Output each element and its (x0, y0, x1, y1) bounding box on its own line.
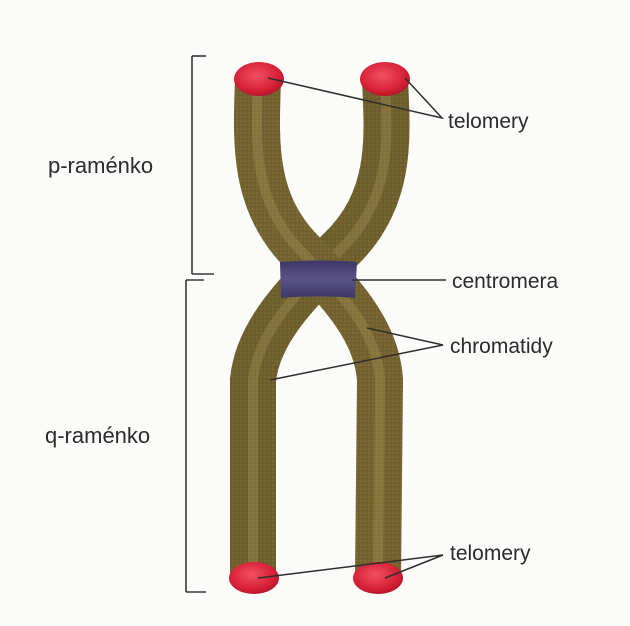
telomere-top-right (360, 62, 410, 96)
centromere-label: centromera (452, 271, 558, 292)
telomere-bottom-right (353, 562, 403, 594)
telomeres-top-label: telomery (448, 111, 529, 132)
chromatids-label: chromatidy (450, 336, 553, 357)
p-arm-bracket (192, 56, 214, 274)
leader-telomeres-bottom (258, 555, 443, 578)
telomeres-bottom-label: telomery (450, 543, 531, 564)
q-arm-bracket (186, 280, 206, 592)
p-arm-label: p-raménko (48, 155, 153, 177)
telomere-bottom-left (229, 562, 279, 594)
telomere-top-left (234, 62, 284, 96)
q-arm-label: q-raménko (45, 425, 150, 447)
centromere-band (280, 261, 357, 299)
leader-telomeres-top (268, 78, 442, 118)
